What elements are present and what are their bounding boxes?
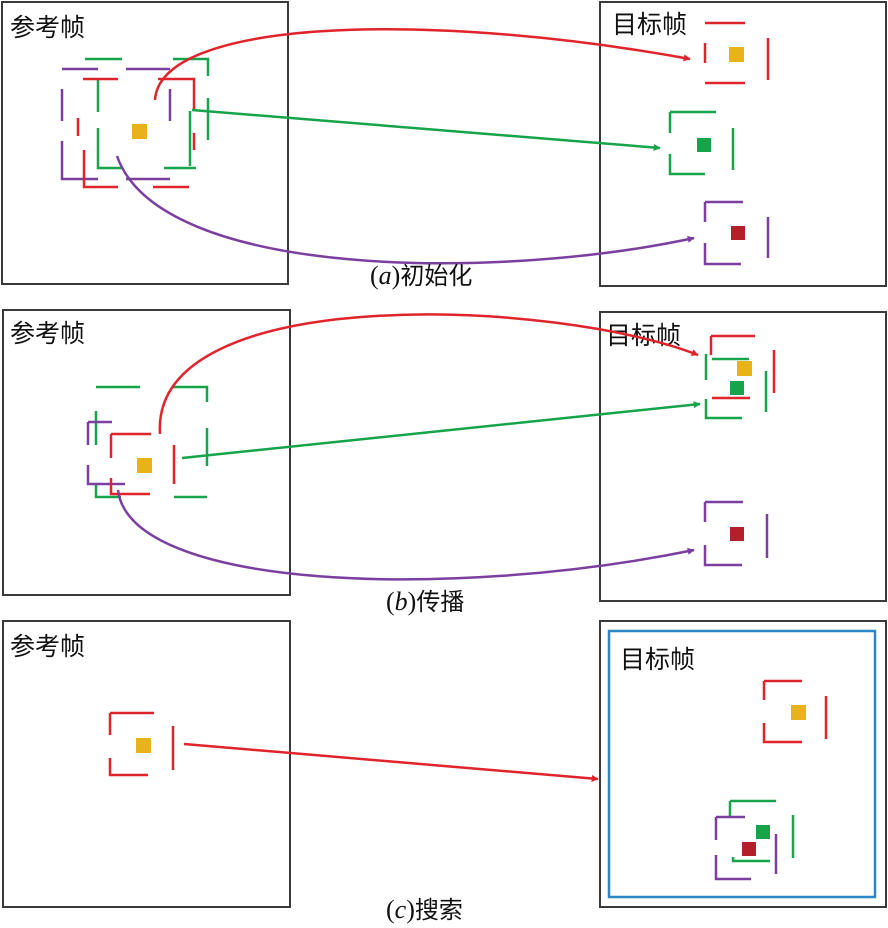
caption-b: (b)传播 — [386, 587, 464, 616]
target-patch-purple — [714, 815, 778, 881]
target-pixel-yellow — [791, 705, 806, 720]
target-patch-red — [709, 334, 776, 400]
reference-frame-label: 参考帧 — [10, 632, 85, 661]
reference-patch-green — [94, 385, 209, 499]
arrow-red — [158, 313, 699, 435]
arrow-red — [183, 742, 599, 782]
reference-pixel — [137, 458, 152, 473]
target-patch-red — [703, 21, 770, 85]
search-window — [607, 629, 877, 899]
reference-frame-b — [2, 309, 291, 596]
target-pixel-dark-red — [742, 842, 756, 856]
target-pixel-yellow — [737, 361, 752, 376]
reference-patch-purple — [86, 420, 125, 486]
target-pixel-dark-red — [731, 226, 745, 240]
arrow-purple — [116, 489, 695, 581]
target-patch-red — [762, 679, 828, 744]
panel-c: 参考帧 目标帧 (c)搜索 — [2, 620, 887, 924]
reference-patch-red — [108, 711, 175, 777]
arrow-red — [153, 27, 691, 101]
reference-pixel — [136, 738, 151, 753]
reference-frame-label: 参考帧 — [10, 319, 85, 348]
target-pixel-green — [730, 381, 744, 395]
arrow-purple — [115, 155, 695, 265]
target-frame-label: 目标帧 — [612, 10, 687, 39]
target-patch-green — [728, 799, 795, 863]
reference-pixel — [132, 124, 147, 139]
arrow-green — [191, 108, 661, 151]
target-patch-purple — [703, 200, 770, 266]
reference-frame-c — [2, 620, 291, 908]
target-pixel-yellow — [729, 47, 744, 62]
target-frame-a — [599, 1, 887, 287]
target-patch-green — [668, 110, 735, 176]
reference-frame-a — [1, 1, 289, 285]
target-pixel-green — [756, 825, 770, 839]
target-frame-c — [599, 620, 887, 908]
reference-patch-red — [76, 77, 196, 189]
panel-a: 参考帧 目标帧 (a)初始化 — [1, 1, 887, 290]
target-frame-b — [599, 311, 887, 602]
target-patch-purple — [703, 500, 769, 567]
target-frame-label: 目标帧 — [620, 645, 695, 674]
reference-patch-red — [109, 432, 176, 496]
caption-a: (a)初始化 — [370, 261, 472, 290]
arrow-green — [181, 401, 701, 460]
target-pixel-dark-red — [730, 527, 744, 541]
reference-patch-green — [85, 57, 210, 170]
reference-frame-label: 参考帧 — [10, 13, 85, 42]
caption-c: (c)搜索 — [386, 895, 463, 924]
panel-b: 参考帧 目标帧 (b)传播 — [2, 309, 887, 616]
target-patch-green — [704, 354, 768, 420]
reference-patch-purple — [60, 67, 172, 181]
target-pixel-green — [697, 138, 711, 152]
